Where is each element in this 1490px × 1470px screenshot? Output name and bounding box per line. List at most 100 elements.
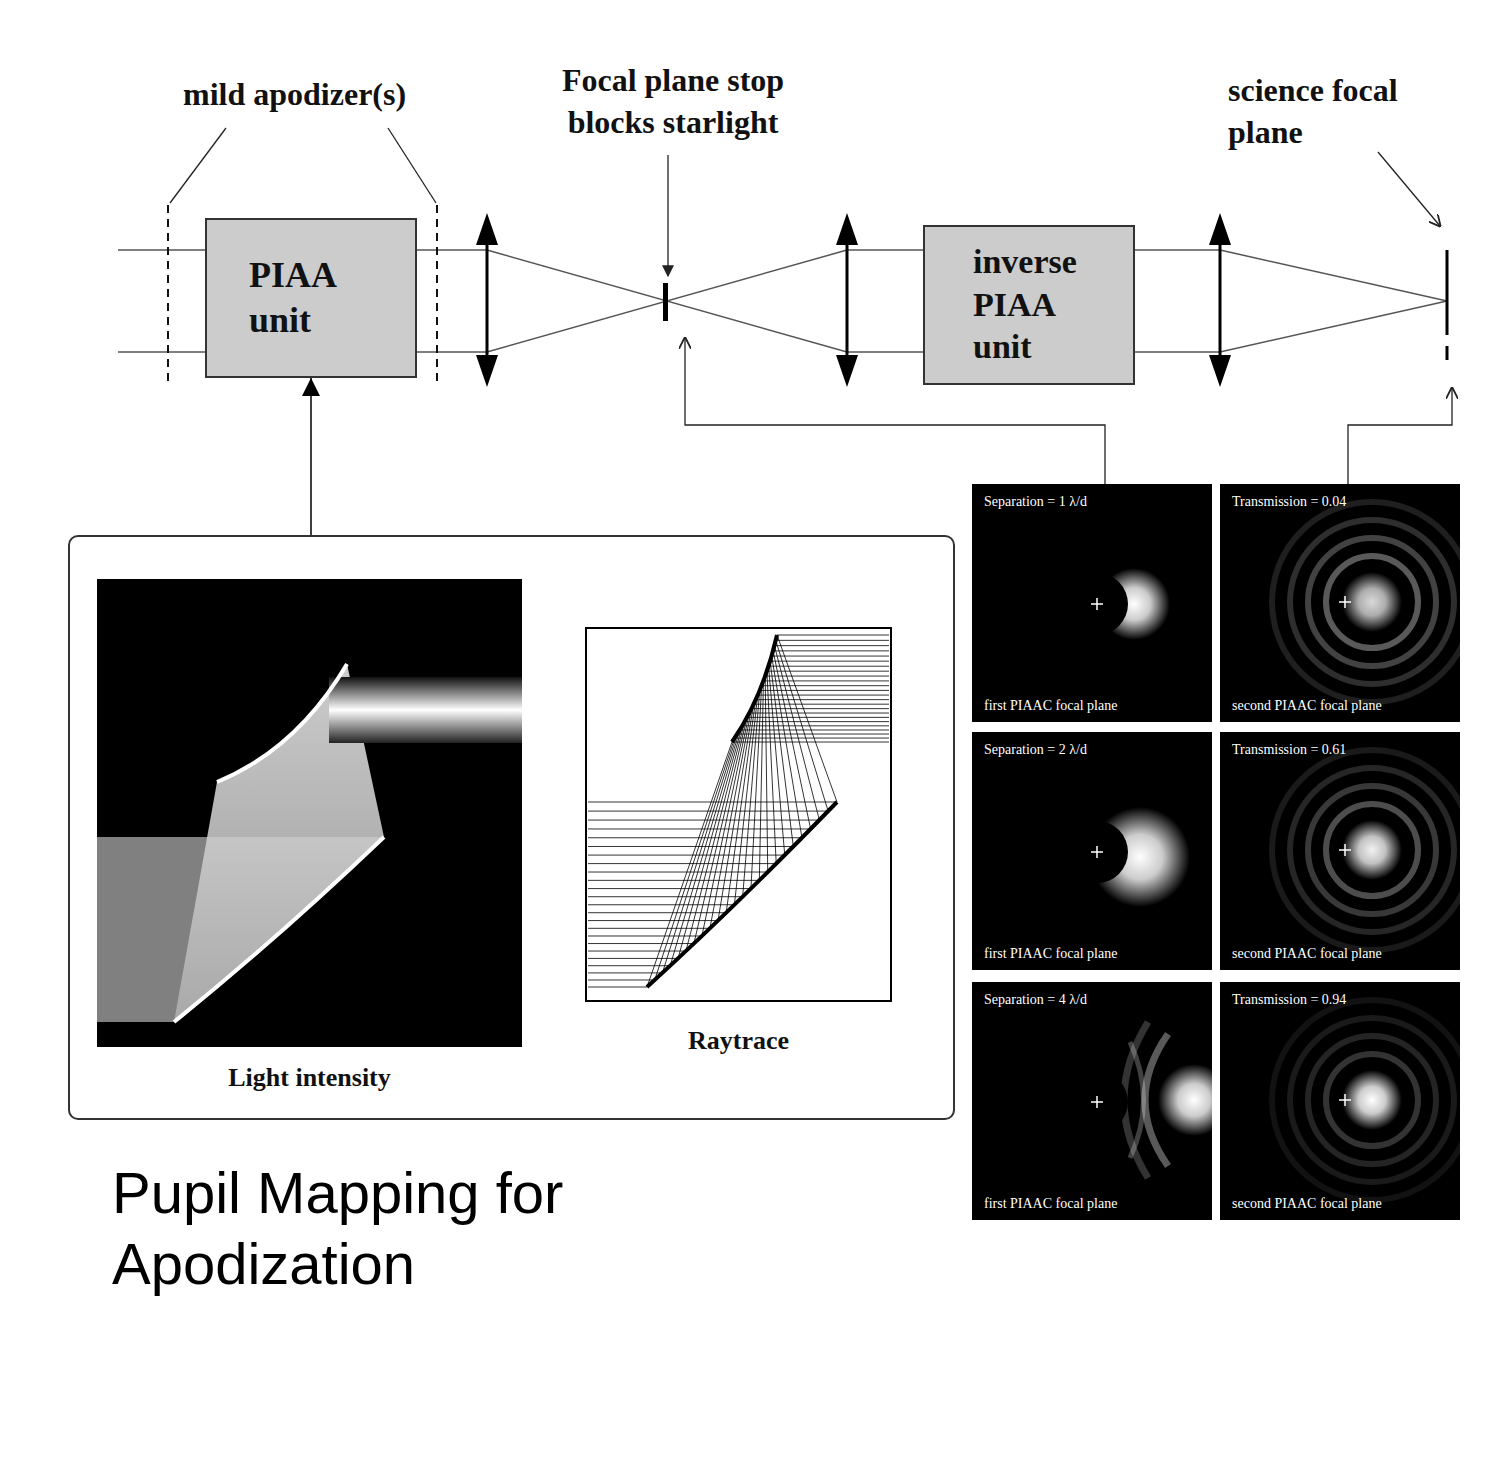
drawing-part [759,681,763,880]
drawing-part [588,987,647,988]
drawing-part [476,355,498,387]
drawing-part [754,704,889,705]
figure-image: Raytrace [585,627,892,1067]
primary-mirror [647,802,837,987]
focal-plane-image: Separation = 1 λ/dfirst PIAAC focal plan… [972,484,1212,722]
optical-unit-box: inverse PIAA unit [923,225,1135,385]
secondary-mirror [217,664,347,782]
drawing-part [588,820,819,821]
drawing-part [588,935,702,936]
drawing-part [776,640,889,641]
stop-shadow [1066,573,1128,635]
drawing-part [588,928,710,929]
drawing-part [734,695,757,905]
drawing-part [1135,351,1220,353]
psf-drawing [1220,484,1460,722]
parameter-label: Transmission = 0.04 [1232,494,1346,510]
drawing-part [1219,235,1222,365]
focal-plane-image: Transmission = 0.94 second PIAAC focal pl… [1220,982,1460,1220]
drawing-part [1209,355,1231,387]
star-position-mark [1091,598,1103,610]
psf-drawing [972,732,1212,970]
drawing-part [773,650,889,651]
drawing-part [388,128,436,203]
drawing-part [758,695,889,696]
drawing-part [588,811,828,812]
image-ground [972,484,1212,722]
drawing-part [772,656,802,838]
figure-caption: Raytrace [585,1026,892,1056]
drawing-part [1272,750,1460,950]
focal-plane-image: Separation = 2 λ/d first PIAAC focal plan… [972,732,1212,970]
figure-caption: Light intensity [97,1063,522,1093]
drawing-part [760,690,889,691]
drawing-part [769,666,889,667]
optical-unit-box: PIAA unit [205,218,417,378]
drawing-part [747,717,889,718]
drawing-part [847,249,923,251]
drawing-part [487,250,847,352]
drawing-part [588,872,768,873]
psf-drawing [972,982,1212,1220]
focal-plane-image: Separation = 4 λ/dfirst PIAAC focal plan… [972,982,1212,1220]
plane-label: second PIAAC focal plane [1232,698,1382,714]
callout-label: mild apodizer(s) [183,74,406,116]
drawing-part [417,351,487,353]
drawing-part [588,837,802,838]
stop-shadow [1066,821,1128,883]
output-beam [329,677,522,743]
airy-rings [1272,750,1460,950]
drawing-part [774,646,819,820]
image-ground [972,732,1212,970]
drawing-part [836,355,858,387]
drawing-part [1290,768,1454,932]
leader-lines [170,128,1452,484]
drawing-part [167,205,169,382]
parameter-label: Separation = 2 λ/d [984,742,1087,758]
drawing-part [770,661,793,846]
drawing-part [702,713,749,936]
figure-drawing [97,579,522,1047]
psf-drawing [1220,732,1460,970]
drawing-part [745,721,889,722]
drawing-part [588,880,759,881]
drawing-part [588,828,811,829]
plane-label: first PIAAC focal plane [984,946,1117,962]
unit-name: PIAA unit [249,253,369,343]
drawing-part [1446,250,1449,335]
drawing-part [1130,1042,1144,1158]
psf-drawing [1220,982,1460,1220]
drawing-part [836,213,858,245]
drawing-part [777,635,889,636]
star-position-mark [1091,1096,1103,1108]
figure-drawing [585,627,892,1002]
science-detector [1446,250,1449,360]
plane-label: second PIAAC focal plane [1232,1196,1382,1212]
drawing-part [588,920,718,921]
drawing-part [1220,250,1447,301]
drawing-part [776,640,828,811]
focal-plane-stop [663,283,668,321]
drawing-part [772,656,889,657]
primary-mirror [174,837,384,1022]
drawing-part [588,888,751,889]
drawing-part [1348,388,1452,484]
lenses [476,213,1231,387]
drawing-part [588,802,837,803]
drawing-part [1308,538,1436,666]
drawing-part [118,249,205,251]
drawing-part [1290,1018,1454,1182]
drawing-part [765,676,768,872]
parameter-label: Separation = 1 λ/d [984,494,1087,510]
focal-plane-image: Transmission = 0.61second PIAAC focal pl… [1220,732,1460,970]
drawing-part [774,645,889,646]
drawing-part [588,912,726,913]
drawing-part [588,979,655,980]
drawing-part [170,128,226,203]
airy-rings [1272,1000,1460,1200]
parameter-label: Transmission = 0.94 [1232,992,1346,1008]
drawing-part [694,717,747,943]
drawing-part [1308,786,1436,914]
rays [588,635,889,987]
